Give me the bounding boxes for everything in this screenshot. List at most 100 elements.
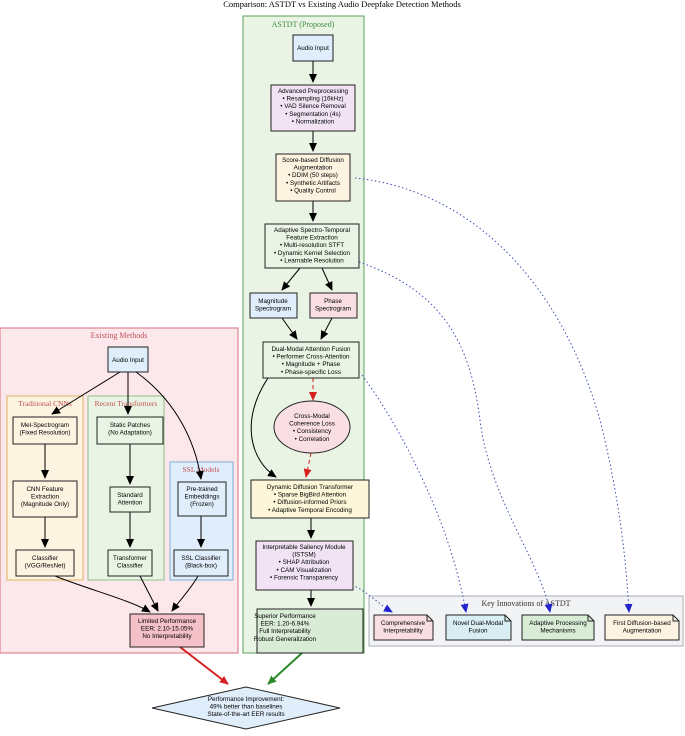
text-line: SSL Classifier <box>181 555 220 562</box>
text-line: Classifier <box>117 563 143 570</box>
text-line: • Consistency <box>293 428 332 435</box>
text-line: Attention <box>118 500 143 507</box>
magnitude-node <box>249 292 298 319</box>
text-line: CNN Feature <box>26 486 64 493</box>
text-line: (ISTSM) <box>292 552 315 559</box>
text-line: Augmentation <box>294 165 333 172</box>
text-line: Comprehensive <box>381 620 426 627</box>
performance-node <box>256 608 364 654</box>
text-line: • Diffusion-informed Priors <box>273 499 346 506</box>
edge-existing-input-mel <box>51 371 121 415</box>
text-line: • Sparse BigBird Attention <box>274 492 347 499</box>
text-line: EER: 1.20-6.94% <box>261 621 310 628</box>
proposed-nodes: Audio Input Advanced Preprocessing• Resa… <box>249 34 370 654</box>
proposed-audio-input-node <box>292 34 334 62</box>
note-diffusion <box>604 614 680 641</box>
text-line: (Black-box) <box>185 563 217 570</box>
figure-title: Comparison: ASTDT vs Existing Audio Deep… <box>223 0 461 9</box>
text-line: Coherence Loss <box>289 421 335 428</box>
edge-sslclassifier-limited <box>171 575 199 612</box>
text-line: Phase <box>324 298 342 305</box>
text-line: Score-based Diffusion <box>282 157 344 164</box>
edges <box>41 61 333 613</box>
text-line: • DDIM (50 steps) <box>288 172 338 179</box>
text-line: 49% better than baselines <box>210 704 283 711</box>
ssl-classifier-node <box>173 549 229 577</box>
cnn-feature-node <box>12 480 78 518</box>
feature-extraction-node <box>264 223 360 269</box>
link-saliency-interpretability <box>351 584 393 613</box>
text-line: Adaptive Processing <box>529 620 587 627</box>
preprocessing-node <box>270 84 356 132</box>
fusion-node <box>262 341 360 379</box>
text-line: No Interpretability <box>142 633 192 640</box>
transformers-cluster-label: Recent Transformers <box>95 399 158 408</box>
ssl-classifier-text: SSL Classifier(Black-box) <box>181 555 220 570</box>
text-line: Classifier <box>32 555 58 562</box>
text-line: Adaptive Spectro-Temporal <box>274 227 350 234</box>
text-line: Augmentation <box>623 628 662 635</box>
link-fusion-dualmodal <box>361 374 469 613</box>
existing-nodes: Audio Input Mel-Spectrogram(Fixed Resolu… <box>12 346 229 648</box>
text-line: • Learnable Resolution <box>280 257 344 264</box>
text-line: Superior Performance <box>254 613 316 620</box>
transformer-text: Dynamic Diffusion Transformer• Sparse Bi… <box>267 484 353 514</box>
text-line: Limited Performance <box>138 618 197 625</box>
edge-performance-improvement <box>267 652 303 685</box>
text-line: • Normalization <box>292 118 335 125</box>
mel-text: Mel-Spectrogram(Fixed Resolution) <box>19 422 70 437</box>
text-line: Transformer <box>113 555 147 562</box>
preprocessing-text: Advanced Preprocessing• Resampling (16kH… <box>278 88 349 125</box>
text-line: Full Interpretability <box>259 628 311 635</box>
proposed-cluster-label: ASTDT (Proposed) <box>272 20 335 29</box>
existing-audio-input-label: Audio Input <box>112 357 144 364</box>
link-augment-diffusion <box>354 177 633 613</box>
link-feature-adaptive <box>358 261 553 613</box>
text-line: State-of-the-art EER results <box>207 711 284 718</box>
saliency-text: Interpretable Saliency Module(ISTSM)• SH… <box>262 544 346 581</box>
text-line: Mechanisms <box>540 628 575 635</box>
ssl-cluster-label: SSL Models <box>182 465 219 474</box>
embeddings-node <box>177 481 227 517</box>
text-line: Standard <box>117 492 143 499</box>
augmentation-node <box>275 153 351 202</box>
patches-node <box>96 416 164 445</box>
attention-node <box>109 486 151 513</box>
proposed-audio-input-label: Audio Input <box>297 45 329 52</box>
cnn-cluster-label: Traditional CNNs <box>18 399 72 408</box>
edge-existing-input-ssl <box>135 371 204 480</box>
cnn-classifier-text: Classifier(VGG/ResNet) <box>25 555 66 570</box>
note-dual-modal <box>445 614 512 641</box>
edge-cnnclassifier-limited <box>54 575 151 613</box>
existing-audio-input-node <box>107 346 149 373</box>
fusion-text: Dual-Modal Attention Fusion• Performer C… <box>271 346 351 376</box>
text-line: • Resampling (16kHz) <box>283 96 344 103</box>
text-line: Magnitude <box>258 298 288 305</box>
text-line: Spectrogram <box>315 306 351 313</box>
improvement-node <box>151 686 341 730</box>
text-line: Extraction <box>31 494 59 501</box>
text-line: • Adaptive Temporal Encoding <box>268 507 352 514</box>
note-adaptive <box>521 614 595 641</box>
text-line: • Magnitude + Phase <box>282 361 341 368</box>
edge-feature-magnitude <box>281 267 301 291</box>
transformer-node <box>250 479 370 519</box>
text-line: • Synthetic Artifacts <box>286 180 340 187</box>
saliency-node <box>255 540 354 591</box>
edge-phase-fusion <box>320 317 333 340</box>
text-line: • CAM Visualization <box>277 567 332 574</box>
note-interpretability <box>373 614 434 641</box>
text-line: (Frozen) <box>190 501 214 508</box>
text-line: Robust Generalization <box>254 636 317 643</box>
